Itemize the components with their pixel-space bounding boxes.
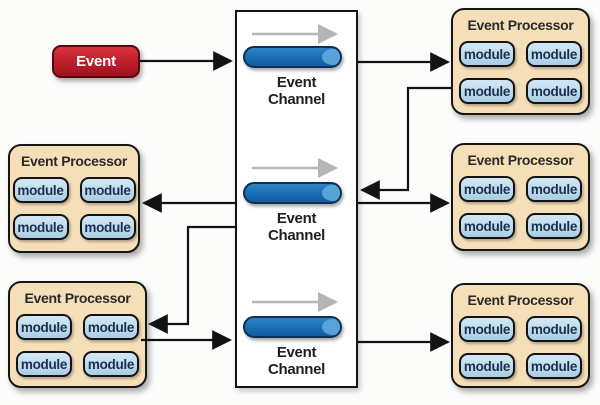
arrow-channel2-to-processor-bottom-left [148, 225, 235, 334]
channel-label-line: Channel [267, 361, 326, 378]
module-box: module [459, 78, 515, 104]
module-box: module [526, 41, 582, 67]
event-channel-label-2: Event Channel [235, 210, 358, 244]
module-box: module [459, 213, 515, 239]
module-box: module [16, 351, 72, 377]
event-channel-label-3: Event Channel [235, 344, 358, 378]
processor-title: Event Processor [467, 152, 574, 168]
event-channel-pill-1 [243, 46, 342, 68]
channel-label-line: Event [276, 344, 317, 361]
module-grid: module module module module [16, 314, 139, 377]
processor-title: Event Processor [21, 153, 127, 169]
event-processor-middle-right: Event Processor module module module mod… [451, 143, 590, 251]
event-processor-middle-left: Event Processor module module module mod… [8, 144, 140, 253]
module-box: module [79, 177, 136, 203]
module-box: module [16, 314, 72, 340]
channel-label-line: Event [276, 210, 317, 227]
module-grid: module module module module [459, 41, 582, 104]
arrow-processor-top-right-to-channel2 [360, 86, 451, 200]
event-channel-pill-3 [243, 316, 342, 338]
module-box: module [79, 214, 136, 240]
module-box: module [526, 78, 582, 104]
module-grid: module module module module [459, 316, 582, 379]
channel-label-line: Channel [267, 227, 326, 244]
module-grid: module module module module [459, 176, 582, 239]
module-grid: module module module module [12, 177, 136, 240]
module-box: module [459, 316, 515, 342]
module-box: module [459, 41, 515, 67]
event-channel-label-1: Event Channel [235, 74, 358, 108]
module-box: module [83, 351, 139, 377]
module-box: module [526, 316, 582, 342]
event-processor-bottom-left: Event Processor module module module mod… [8, 281, 147, 388]
module-box: module [12, 214, 69, 240]
channel-label-line: Event [276, 74, 317, 91]
channel-label-line: Channel [267, 91, 326, 108]
module-box: module [459, 353, 515, 379]
module-box: module [83, 314, 139, 340]
module-box: module [526, 176, 582, 202]
module-box: module [459, 176, 515, 202]
event-source-box: Event [52, 45, 140, 78]
module-box: module [526, 353, 582, 379]
processor-title: Event Processor [467, 292, 574, 308]
processor-title: Event Processor [467, 17, 574, 33]
event-processor-top-right: Event Processor module module module mod… [451, 8, 590, 115]
event-channel-pill-2 [243, 182, 342, 204]
event-processor-bottom-right: Event Processor module module module mod… [451, 283, 590, 388]
event-source-label: Event [76, 53, 116, 70]
processor-title: Event Processor [24, 290, 131, 306]
module-box: module [526, 213, 582, 239]
module-box: module [12, 177, 69, 203]
